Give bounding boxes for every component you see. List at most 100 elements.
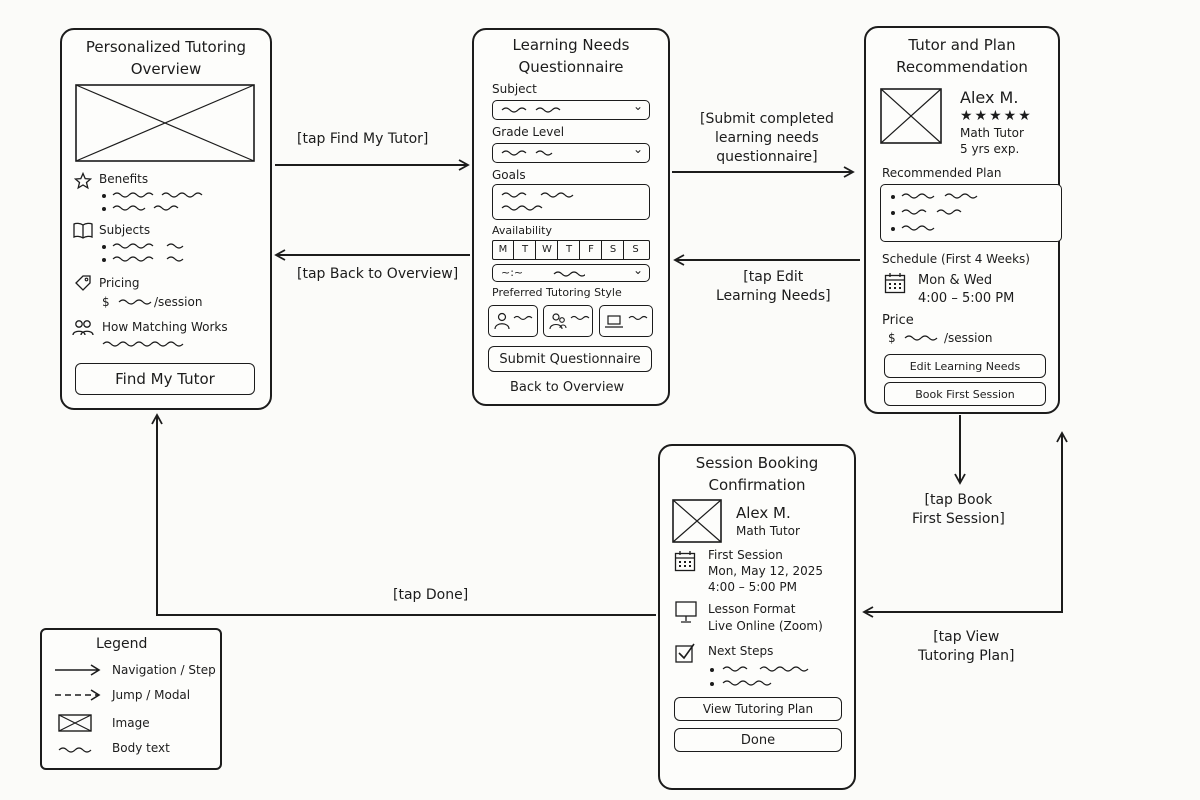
next-step-text-1 (722, 666, 809, 672)
overview-title: Personalized Tutoring Overview (85, 38, 247, 78)
person-icon (494, 312, 510, 330)
subject-select-value (501, 107, 561, 113)
style-option-group[interactable] (543, 305, 593, 337)
questionnaire-screen: Learning Needs Questionnaire Subject ⌄ G… (472, 28, 670, 406)
subjects-label: Subjects (99, 223, 151, 237)
day-toggle[interactable]: T (559, 241, 580, 259)
day-toggle[interactable]: T (515, 241, 536, 259)
pricing-label: Pricing (99, 276, 140, 290)
grade-level-select-value (501, 150, 553, 156)
first-session-label: First Session (708, 548, 783, 562)
benefits-label: Benefits (99, 172, 149, 186)
legend-image-label: Image (112, 716, 150, 730)
legend-body-text-label: Body text (112, 741, 170, 755)
arrow-done (151, 413, 656, 616)
laptop-icon (605, 315, 623, 328)
tutor-photo-placeholder (880, 88, 942, 144)
time-select-range (553, 271, 585, 277)
availability-label: Availability (492, 224, 552, 237)
price-suffix: /session (944, 331, 993, 345)
subject-bullet (102, 245, 106, 249)
legend-title: Legend (96, 636, 148, 652)
price-suffix: /session (154, 295, 203, 309)
how-matching-label: How Matching Works (102, 320, 228, 334)
view-tutoring-plan-button[interactable]: View Tutoring Plan (674, 697, 842, 721)
benefit-text-2 (112, 205, 179, 211)
book-first-session-button[interactable]: Book First Session (884, 382, 1046, 406)
price-label: Price (882, 313, 914, 328)
legend-box: Legend Navigation / Step Jump / Modal Im… (40, 628, 222, 770)
how-matching-text (102, 341, 184, 347)
tutor-role: Math Tutor (736, 524, 800, 538)
style-option-individual[interactable] (488, 305, 538, 337)
schedule-label: Schedule (First 4 Weeks) (882, 252, 1030, 266)
edge-label-done: [tap Done] (393, 587, 469, 603)
plan-bullet (891, 211, 895, 215)
edit-learning-needs-button[interactable]: Edit Learning Needs (884, 354, 1046, 378)
benefit-text-1 (112, 192, 203, 198)
checkbox-checked-icon (675, 643, 695, 663)
time-select-value: ~:~ (501, 266, 524, 279)
next-steps-label: Next Steps (708, 644, 774, 658)
next-step-bullet (710, 682, 714, 686)
subject-label: Subject (492, 82, 537, 96)
schedule-days: Mon & Wed (918, 273, 993, 288)
session-date: Mon, May 12, 2025 (708, 564, 823, 578)
recommended-plan-label: Recommended Plan (882, 166, 1002, 180)
grade-level-select[interactable]: ⌄ (492, 142, 650, 163)
day-toggle[interactable]: M (493, 241, 514, 259)
chevron-down-icon: ⌄ (632, 99, 643, 113)
chevron-down-icon: ⌄ (632, 263, 643, 277)
style-label: Preferred Tutoring Style (492, 286, 622, 299)
price-prefix: $ (888, 331, 896, 345)
goals-label: Goals (492, 168, 526, 182)
next-step-text-2 (722, 680, 772, 686)
day-toggle[interactable]: F (581, 241, 602, 259)
day-toggle[interactable]: S (632, 244, 639, 255)
monitor-icon (675, 601, 697, 623)
time-select[interactable]: ~:~ ⌄ (492, 263, 650, 282)
submit-questionnaire-button[interactable]: Submit Questionnaire (488, 346, 652, 372)
recommended-plan-box (880, 184, 1062, 242)
people-icon (72, 320, 94, 336)
session-time: 4:00 – 5:00 PM (708, 580, 797, 594)
hero-image-placeholder (75, 84, 255, 162)
tutor-name: Alex M. (736, 504, 791, 522)
confirmation-title: Session Booking Confirmation (695, 454, 819, 494)
subject-text-2 (112, 256, 184, 262)
plan-text-2 (901, 209, 962, 215)
plan-bullet (891, 195, 895, 199)
find-my-tutor-button[interactable]: Find My Tutor (75, 363, 255, 395)
day-toggle[interactable]: S (603, 241, 624, 259)
legend-navigation-label: Navigation / Step (112, 663, 216, 677)
lesson-format-value: Live Online (Zoom) (708, 619, 823, 633)
book-icon (73, 222, 93, 239)
questionnaire-title: Learning Needs Questionnaire (512, 36, 630, 76)
subject-select[interactable]: ⌄ (492, 99, 650, 120)
style-option-text (628, 315, 648, 321)
price-value (118, 299, 152, 305)
legend-jump-label: Jump / Modal (112, 688, 191, 702)
tutor-photo-placeholder (672, 499, 722, 543)
legend-image-icon (58, 714, 92, 732)
style-option-text (570, 315, 590, 321)
tutor-experience: 5 yrs exp. (960, 142, 1020, 156)
benefit-bullet (102, 194, 106, 198)
schedule-time: 4:00 – 5:00 PM (918, 291, 1015, 306)
plan-bullet (891, 227, 895, 231)
legend-body-text-icon (58, 747, 92, 753)
lesson-format-label: Lesson Format (708, 602, 796, 616)
edge-label-find-tutor: [tap Find My Tutor] (297, 131, 429, 147)
back-to-overview-link[interactable]: Back to Overview (510, 380, 625, 395)
goals-textarea[interactable] (492, 184, 650, 220)
done-button[interactable]: Done (674, 728, 842, 752)
group-icon (549, 313, 567, 330)
day-toggle[interactable]: W (537, 241, 558, 259)
plan-text-1 (901, 193, 978, 199)
tutor-name: Alex M. (960, 88, 1019, 107)
star-icon (74, 172, 92, 190)
style-option-online[interactable] (599, 305, 653, 337)
